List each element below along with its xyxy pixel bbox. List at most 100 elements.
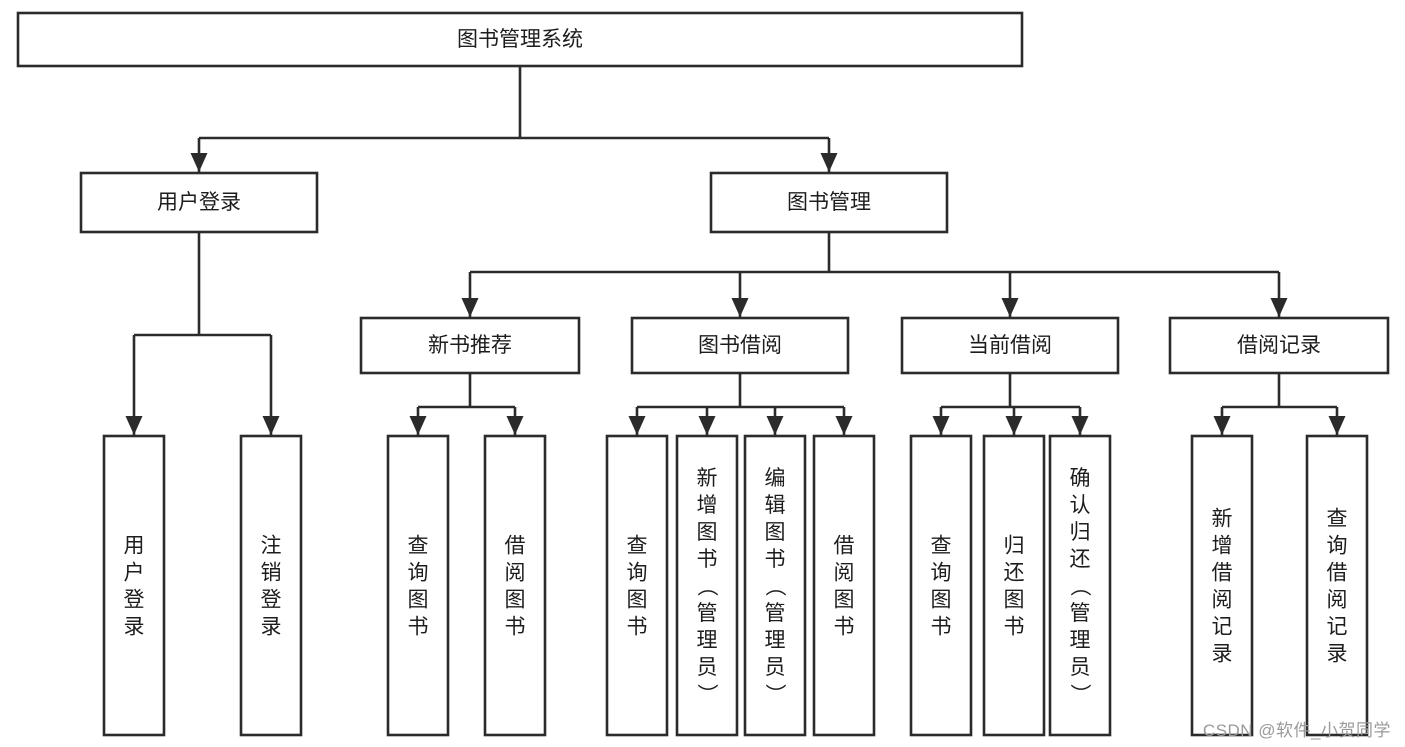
node-new-book-recommend[interactable]: 新书推荐 xyxy=(359,316,581,375)
node-leaf-user-login-label-char: 户 xyxy=(124,562,145,585)
node-leaf-borrow-book-1-box xyxy=(483,434,547,737)
node-leaf-return-book-label-char: 图 xyxy=(1004,589,1025,612)
node-leaf-add-borrow-record-label-char: 阅 xyxy=(1212,589,1233,612)
arrow-head-icon xyxy=(698,416,716,435)
node-leaf-borrow-book-2-label-char: 图 xyxy=(834,589,855,612)
node-leaf-edit-book-label-char: 理 xyxy=(765,629,786,652)
node-leaf-confirm-return-label-char: 归 xyxy=(1070,521,1091,544)
node-leaf-borrow-book-2-box xyxy=(812,434,876,737)
node-leaf-borrow-book-1-label-char: 借 xyxy=(505,535,526,558)
arrow-head-icon xyxy=(731,298,749,317)
node-leaf-edit-book-label-char: 书 xyxy=(765,548,786,571)
node-leaf-query-borrow-record-label-char: 询 xyxy=(1327,535,1348,558)
node-leaf-add-borrow-record-label-char: 增 xyxy=(1212,535,1233,558)
node-leaf-user-login-label-char: 登 xyxy=(124,589,145,612)
node-book-manage-label: 图书管理 xyxy=(787,191,871,214)
node-leaf-query-book-3-label-char: 询 xyxy=(931,562,952,585)
arrow-head-icon xyxy=(820,153,838,172)
node-leaf-add-borrow-record-label-char: 记 xyxy=(1212,616,1233,639)
node-leaf-query-borrow-record-label-char: 录 xyxy=(1327,643,1348,666)
node-leaf-add-book-label-char: 理 xyxy=(697,629,718,652)
node-leaf-confirm-return-label-char: （ xyxy=(1068,576,1091,597)
arrow-head-icon xyxy=(506,416,524,435)
arrow-head-icon xyxy=(125,416,143,435)
node-leaf-query-book-1-label-char: 询 xyxy=(408,562,429,585)
arrow-head-icon xyxy=(628,416,646,435)
node-leaf-add-book-label-char: ） xyxy=(695,684,718,705)
node-leaf-query-borrow-record-box xyxy=(1305,434,1369,737)
arrow-head-icon xyxy=(1005,416,1023,435)
node-leaf-confirm-return-label-char: ） xyxy=(1068,684,1091,705)
node-leaf-borrow-book-2-label-char: 阅 xyxy=(834,562,855,585)
node-leaf-add-borrow-record-label-char: 新 xyxy=(1212,508,1233,531)
node-book-manage-box xyxy=(709,171,949,234)
node-current-borrow[interactable]: 当前借阅 xyxy=(900,316,1120,375)
node-user-login-label: 用户登录 xyxy=(157,191,241,214)
arrow-head-icon xyxy=(190,153,208,172)
node-leaf-user-logout-label-char: 录 xyxy=(261,616,282,639)
node-root[interactable]: 图书管理系统 xyxy=(16,11,1024,68)
node-leaf-add-book-label-char: 员 xyxy=(697,656,718,679)
arrow-head-icon xyxy=(932,416,950,435)
node-leaf-add-borrow-record-label-char: 录 xyxy=(1212,643,1233,666)
node-leaf-query-book-3-label-char: 图 xyxy=(931,589,952,612)
node-book-borrow[interactable]: 图书借阅 xyxy=(630,316,850,375)
node-borrow-record[interactable]: 借阅记录 xyxy=(1168,316,1390,375)
node-leaf-edit-book-label-char: 管 xyxy=(765,602,786,625)
node-leaf-query-book-2-box xyxy=(605,434,669,737)
node-leaf-edit-book-label-char: ） xyxy=(763,684,786,705)
node-leaf-user-login[interactable]: 用户登录 xyxy=(102,434,166,737)
node-leaf-edit-book-label-char: 员 xyxy=(765,656,786,679)
arrow-head-icon xyxy=(1001,298,1019,317)
node-leaf-query-borrow-record-label-char: 查 xyxy=(1327,508,1348,531)
node-new-book-recommend-label: 新书推荐 xyxy=(428,334,512,357)
node-leaf-borrow-book-1-label-char: 阅 xyxy=(505,562,526,585)
node-leaf-query-book-2-label-char: 书 xyxy=(627,616,648,639)
node-leaf-add-book-label-char: 书 xyxy=(697,548,718,571)
node-leaf-confirm-return-label-char: 确 xyxy=(1070,467,1091,490)
node-leaf-confirm-return-label-char: 理 xyxy=(1070,629,1091,652)
arrow-head-icon xyxy=(835,416,853,435)
node-borrow-record-box xyxy=(1168,316,1390,375)
node-leaf-query-borrow-record-label-char: 记 xyxy=(1327,616,1348,639)
arrow-head-icon xyxy=(262,416,280,435)
node-leaf-query-borrow-record-label-char: 阅 xyxy=(1327,589,1348,612)
node-leaf-query-book-1-box xyxy=(386,434,450,737)
node-leaf-user-login-label-char: 用 xyxy=(124,535,145,558)
node-book-manage[interactable]: 图书管理 xyxy=(709,171,949,234)
node-leaf-user-logout-label-char: 登 xyxy=(261,589,282,612)
node-leaf-borrow-book-2-label-char: 书 xyxy=(834,616,855,639)
node-leaf-query-book-2-label-char: 查 xyxy=(627,535,648,558)
node-leaf-confirm-return-label-char: 员 xyxy=(1070,656,1091,679)
arrow-head-icon xyxy=(766,416,784,435)
node-leaf-user-logout-label-char: 销 xyxy=(261,562,282,585)
node-leaf-add-book-label-char: 增 xyxy=(697,494,718,517)
node-leaf-edit-book-box xyxy=(743,434,807,737)
node-user-login[interactable]: 用户登录 xyxy=(79,171,319,234)
node-leaf-query-book-2-label-char: 图 xyxy=(627,589,648,612)
node-leaf-confirm-return-box xyxy=(1048,434,1112,737)
node-leaf-query-book-2-label-char: 询 xyxy=(627,562,648,585)
arrow-head-icon xyxy=(461,298,479,317)
node-leaf-query-book-3-label-char: 查 xyxy=(931,535,952,558)
node-leaf-edit-book-label-char: 辑 xyxy=(765,494,786,517)
arrow-head-icon xyxy=(1328,416,1346,435)
node-leaf-query-book-3-label-char: 书 xyxy=(931,616,952,639)
node-leaf-query-book-3-box xyxy=(909,434,973,737)
arrow-head-icon xyxy=(409,416,427,435)
node-leaf-confirm-return-label-char: 管 xyxy=(1070,602,1091,625)
